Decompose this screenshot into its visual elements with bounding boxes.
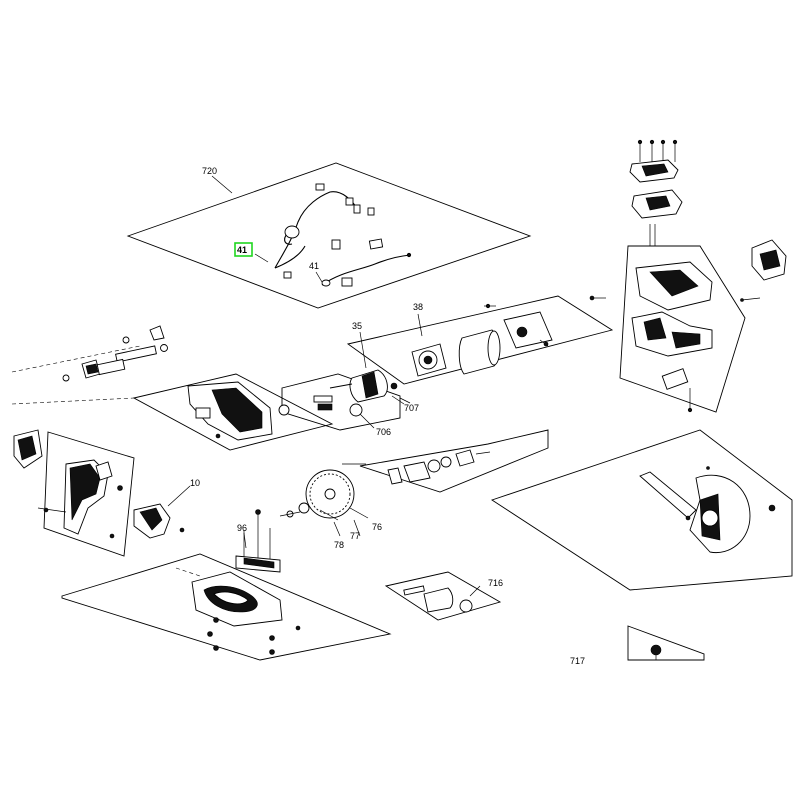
- plate-motor-assembly: [346, 295, 614, 385]
- part-96-fence: [235, 509, 281, 573]
- callout-41[interactable]: 41: [309, 261, 319, 271]
- plate-blade-guard: [490, 429, 793, 591]
- plate-716-knob: [384, 571, 502, 621]
- callout-76[interactable]: 76: [372, 522, 382, 532]
- callout-38[interactable]: 38: [413, 302, 423, 312]
- part-10-clamp: [133, 485, 191, 539]
- trigger-handle-stack: [629, 139, 683, 246]
- callout-716[interactable]: 716: [488, 578, 503, 588]
- callout-10[interactable]: 10: [190, 478, 200, 488]
- plate-717: [627, 625, 705, 661]
- callout-41-highlight-box: [234, 242, 253, 257]
- plate-handle-bracket: [13, 429, 135, 557]
- callout-706[interactable]: 706: [376, 427, 391, 437]
- plate-wiring-harness: [126, 162, 532, 309]
- callout-78[interactable]: 78: [334, 540, 344, 550]
- callout-717[interactable]: 717: [570, 656, 585, 666]
- plate-motor-housing: [619, 239, 787, 413]
- saw-blade-assembly: [279, 429, 549, 537]
- plate-gearbox: [132, 373, 334, 451]
- callout-707[interactable]: 707: [404, 403, 419, 413]
- callout-96[interactable]: 96: [237, 523, 247, 533]
- plate-armature: [281, 331, 405, 431]
- callout-720[interactable]: 720: [202, 166, 217, 176]
- saw-blade: [305, 469, 355, 519]
- callout-77[interactable]: 77: [350, 531, 360, 541]
- plate-base: [61, 553, 392, 661]
- callout-35[interactable]: 35: [352, 321, 362, 331]
- shaft-and-pins: [11, 325, 168, 405]
- callout-41-highlighted[interactable]: 41: [237, 245, 247, 255]
